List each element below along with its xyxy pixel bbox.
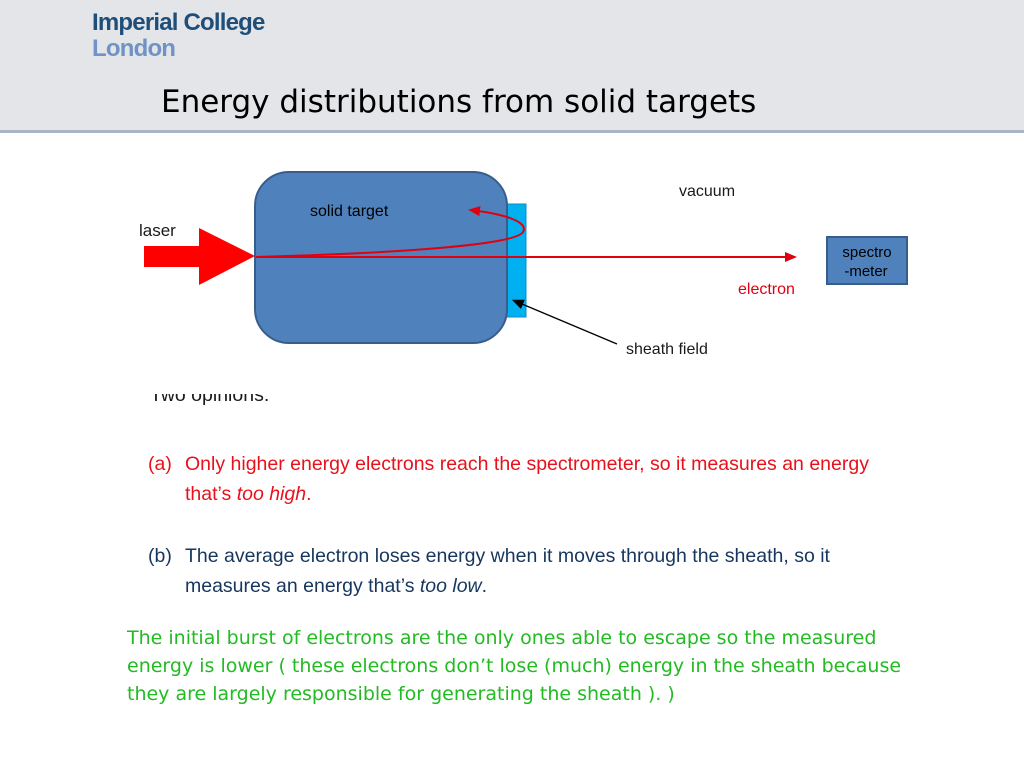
imperial-college-logo: Imperial College London	[92, 10, 265, 62]
sheath-field-pointer	[511, 299, 618, 345]
opinion-b-main: The average electron loses energy when i…	[185, 545, 830, 597]
opinion-a-text: Only higher energy electrons reach the s…	[185, 449, 905, 509]
opinions-heading: Two opinions:	[150, 394, 269, 414]
electron-label: electron	[738, 281, 795, 298]
opinion-b-text: The average electron loses energy when i…	[185, 541, 905, 601]
page-title: Energy distributions from solid targets	[161, 84, 757, 120]
laser-label: laser	[139, 221, 176, 240]
answer-note: The initial burst of electrons are the o…	[127, 627, 902, 705]
opinions-heading-text: Two opinions:	[150, 394, 270, 406]
opinion-b-marker: (b)	[148, 545, 172, 567]
electron-path-reflected	[255, 206, 525, 258]
opinion-b-emphasis: too low	[419, 575, 482, 597]
opinion-a-marker: (a)	[148, 453, 172, 475]
logo-line-london: London	[92, 35, 176, 62]
opinion-b-end: .	[481, 575, 488, 597]
spectrometer-label-line1: spectro	[842, 244, 891, 261]
opinion-a-emphasis: too high	[236, 483, 307, 505]
solid-target-diagram: laser solid target vacuum spectro -meter…	[139, 171, 908, 358]
slide-header: Imperial College London Energy distribut…	[0, 0, 1024, 133]
spectrometer-box	[826, 236, 908, 285]
vacuum-label: vacuum	[679, 183, 735, 200]
laser-arrow	[144, 228, 255, 285]
opinion-a-main: Only higher energy electrons reach the s…	[185, 453, 869, 505]
opinion-a-end: .	[306, 483, 312, 505]
solid-target-label: solid target	[310, 203, 389, 220]
sheath-field-label: sheath field	[626, 341, 708, 358]
spectrometer-label-line2: -meter	[844, 263, 887, 280]
logo-line-imperial-college: Imperial College	[92, 9, 265, 36]
